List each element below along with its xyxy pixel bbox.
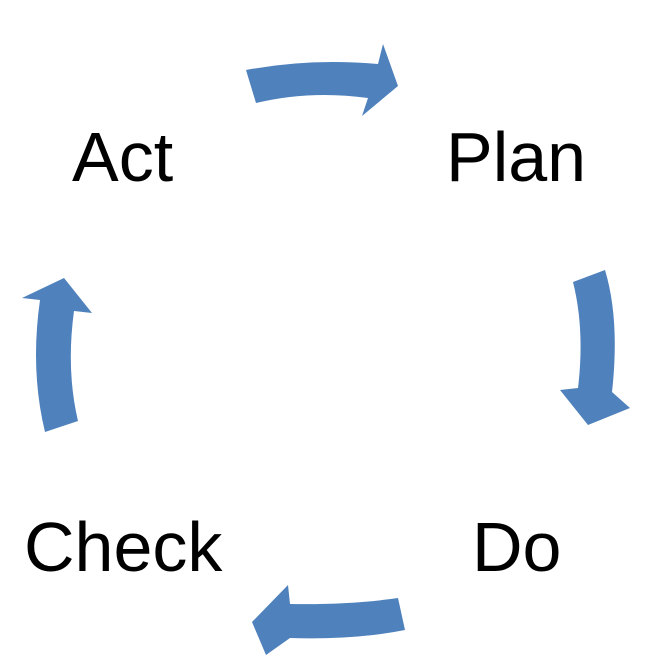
arrow-act-to-plan xyxy=(246,44,398,116)
stage-label-plan: Plan xyxy=(446,118,587,196)
stage-label-act: Act xyxy=(72,118,174,196)
arrow-check-to-act xyxy=(22,278,92,432)
arrow-do-to-check xyxy=(252,585,405,655)
stage-label-check: Check xyxy=(24,508,223,586)
stage-label-do: Do xyxy=(472,508,562,586)
arrow-plan-to-do xyxy=(560,270,630,425)
